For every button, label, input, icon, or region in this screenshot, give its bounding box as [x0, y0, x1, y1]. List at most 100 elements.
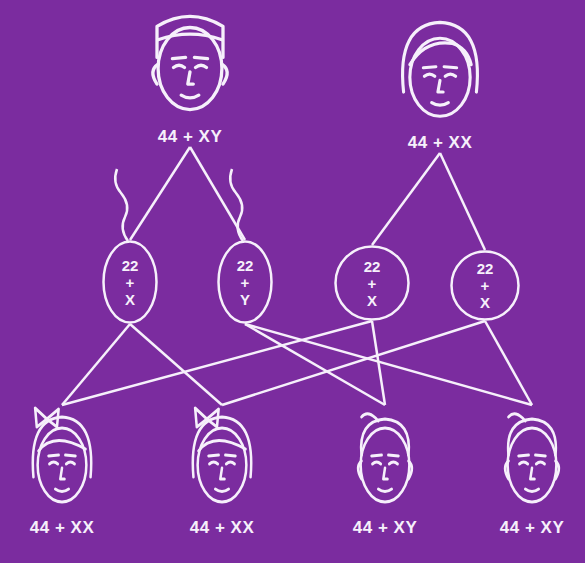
- face-drawing: [33, 408, 91, 502]
- face-drawing: [403, 22, 478, 116]
- eyebrow: [423, 67, 435, 68]
- inheritance-line: [372, 321, 385, 405]
- head-outline: [410, 38, 470, 116]
- inheritance-line: [190, 147, 245, 240]
- karyotype-label: 44 + XY: [158, 127, 222, 147]
- eyebrow: [535, 455, 545, 456]
- head-outline: [198, 428, 247, 502]
- ear: [222, 64, 227, 84]
- hair-bow: [207, 409, 219, 427]
- gamete-node: 22 + X: [334, 245, 410, 321]
- gamete-node: 22 + Y: [217, 240, 273, 324]
- eye: [372, 462, 380, 464]
- ear: [358, 461, 361, 479]
- gamete-shape: [219, 242, 272, 323]
- eyebrow: [209, 455, 219, 456]
- chromosome-label: 22 + X: [121, 257, 140, 308]
- ear: [153, 64, 158, 84]
- head-outline: [508, 428, 557, 502]
- hair: [361, 419, 409, 455]
- inheritance-line: [222, 321, 485, 405]
- inheritance-line: [62, 321, 372, 405]
- mouth: [432, 103, 449, 106]
- gamete-node: 22 + X: [102, 240, 158, 324]
- eyebrow: [388, 455, 398, 456]
- eye: [174, 65, 185, 67]
- eyebrow: [194, 57, 207, 58]
- mouth: [525, 489, 538, 492]
- hair: [157, 16, 223, 57]
- mouth: [215, 489, 228, 492]
- person-node: 44 + XY: [343, 405, 427, 538]
- face-drawing: [358, 414, 412, 502]
- eyebrow: [49, 455, 59, 456]
- hair: [403, 22, 478, 92]
- chromosome-label: 22 + X: [476, 260, 495, 311]
- eyebrow: [519, 455, 529, 456]
- ear: [505, 461, 508, 479]
- ear: [556, 461, 559, 479]
- chromosome-label: 22 + Y: [236, 257, 255, 308]
- face-illustration: [180, 405, 264, 515]
- head-outline: [158, 28, 222, 110]
- eyebrow: [172, 57, 185, 58]
- nose: [438, 80, 443, 92]
- karyotype-label: 44 + XY: [500, 518, 564, 538]
- hair-bow: [35, 408, 47, 427]
- eye: [424, 74, 434, 76]
- hair-tuft: [361, 414, 378, 421]
- eyebrow: [372, 455, 382, 456]
- gamete-shape: [452, 252, 519, 320]
- karyotype-label: 44 + XX: [30, 518, 94, 538]
- gamete-shape: [104, 242, 157, 323]
- inheritance-line: [130, 147, 190, 240]
- face-drawing: [505, 414, 559, 502]
- face-drawing: [193, 408, 251, 502]
- karyotype-label: 44 + XY: [353, 518, 417, 538]
- face-illustration: [343, 405, 427, 515]
- eye: [49, 462, 57, 464]
- face-drawing: [153, 16, 227, 109]
- hair-line: [158, 34, 222, 40]
- chromosome-label: 22 + X: [363, 258, 382, 309]
- eye: [209, 462, 217, 464]
- inheritance-line: [372, 153, 440, 245]
- mouth: [181, 95, 199, 98]
- nose: [220, 468, 224, 479]
- person-node: 44 + XX: [180, 405, 264, 538]
- sperm-tail: [230, 169, 243, 241]
- eye: [226, 462, 234, 464]
- hair-fringe: [38, 440, 85, 451]
- person-node: 44 + XX: [20, 405, 104, 538]
- eyebrow: [225, 455, 235, 456]
- nose: [383, 468, 387, 479]
- gamete-shape: [336, 247, 409, 320]
- person-node: 44 + XY: [135, 2, 245, 147]
- eye: [196, 65, 207, 67]
- inheritance-line: [245, 324, 532, 405]
- karyotype-label: 44 + XX: [190, 518, 254, 538]
- face-illustration: [490, 405, 574, 515]
- inheritance-line: [62, 324, 130, 405]
- inheritance-line: [485, 321, 532, 405]
- person-node: 44 + XY: [490, 405, 574, 538]
- hair-fringe: [198, 440, 245, 451]
- mouth: [55, 489, 68, 492]
- nose: [60, 468, 64, 479]
- eye: [536, 462, 544, 464]
- sperm-tail: [115, 169, 128, 241]
- face-illustration: [20, 405, 104, 515]
- nose: [188, 72, 194, 84]
- hair-fringe: [410, 43, 471, 65]
- ear: [409, 461, 412, 479]
- karyotype-label: 44 + XX: [408, 133, 472, 153]
- head-outline: [38, 428, 87, 502]
- eyebrow: [444, 67, 456, 68]
- person-node: 44 + XX: [388, 14, 492, 153]
- gamete-node: 22 + X: [450, 250, 520, 321]
- hair-tuft: [508, 414, 525, 421]
- face-illustration: [388, 14, 492, 130]
